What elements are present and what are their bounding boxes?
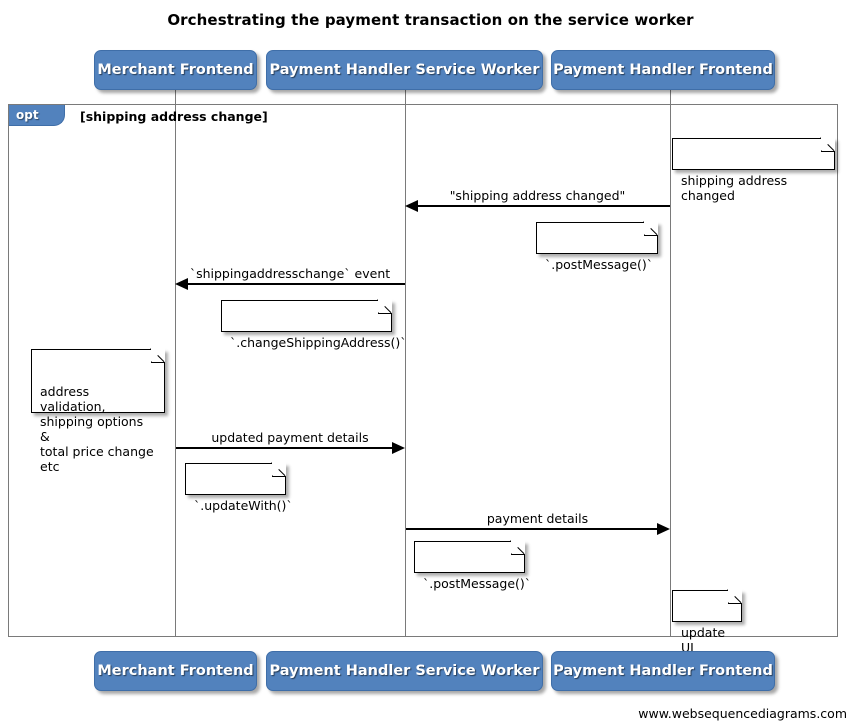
opt-fragment-guard: [shipping address change] [80,109,268,124]
note-text: shipping address changed [681,173,788,203]
lifeline-merchant-frontend [175,88,176,637]
participant-payment-handler-frontend[interactable]: Payment Handler Frontend [551,50,775,90]
message-line-shipping-address-changed [418,205,670,207]
message-line-shippingaddresschange-event [188,283,405,285]
participant-merchant-frontend[interactable]: Merchant Frontend [94,50,257,90]
lifeline-payment-handler-frontend [670,88,671,637]
message-label-shippingaddresschange-event: `shippingaddresschange` event [189,266,391,281]
message-arrowhead-left [405,200,418,212]
message-arrowhead-left [175,278,188,290]
participant-label: Merchant Frontend [97,663,254,679]
participant-footer-merchant-frontend[interactable]: Merchant Frontend [94,651,257,691]
message-line-updated-payment-details [176,447,392,449]
message-label-shipping-address-changed: "shipping address changed" [449,188,626,203]
lifeline-payment-handler-service-worker [405,88,406,637]
opt-fragment-frame [8,104,838,637]
participant-label: Payment Handler Frontend [553,62,773,78]
message-label-payment-details: payment details [486,511,589,526]
participant-footer-payment-handler-frontend[interactable]: Payment Handler Frontend [551,651,775,691]
note-fold-icon [728,589,742,604]
note-fold-icon [821,137,835,152]
message-arrowhead-right [392,442,405,454]
participant-footer-payment-handler-service-worker[interactable]: Payment Handler Service Worker [266,651,543,691]
participant-label: Payment Handler Service Worker [269,62,540,78]
participant-payment-handler-service-worker[interactable]: Payment Handler Service Worker [266,50,543,90]
note-text: `.postMessage()` [545,257,654,272]
page-title: Orchestrating the payment transaction on… [167,11,694,29]
note-fold-icon [644,221,658,236]
note-update-ui: update UI [672,589,742,655]
note-shipping-address-changed: shipping address changed [672,137,835,203]
note-update-with: `.updateWith()` [185,462,293,513]
note-post-message-1: `.postMessage()` [536,221,658,272]
note-text: `.updateWith()` [194,498,293,513]
message-label-updated-payment-details: updated payment details [211,430,369,445]
message-line-payment-details [406,528,657,530]
participant-label: Payment Handler Service Worker [269,663,540,679]
note-fold-icon [378,299,392,314]
watermark-url: www.websequencediagrams.com [638,706,847,721]
note-text: address validation, shipping options & t… [40,384,154,474]
note-text: `.postMessage()` [423,576,532,591]
opt-fragment-tab-label: opt [16,108,39,122]
note-post-message-2: `.postMessage()` [414,540,531,591]
note-fold-icon [272,462,286,477]
message-arrowhead-right [657,523,670,535]
opt-fragment-tab: opt [9,105,65,126]
participant-label: Payment Handler Frontend [553,663,773,679]
note-change-shipping-address: `.changeShippingAddress()` [221,299,407,350]
note-text: `.changeShippingAddress()` [230,335,407,350]
note-fold-icon [151,348,165,363]
note-address-validation: address validation, shipping options & t… [31,348,165,474]
participant-label: Merchant Frontend [97,62,254,78]
note-fold-icon [511,540,525,555]
